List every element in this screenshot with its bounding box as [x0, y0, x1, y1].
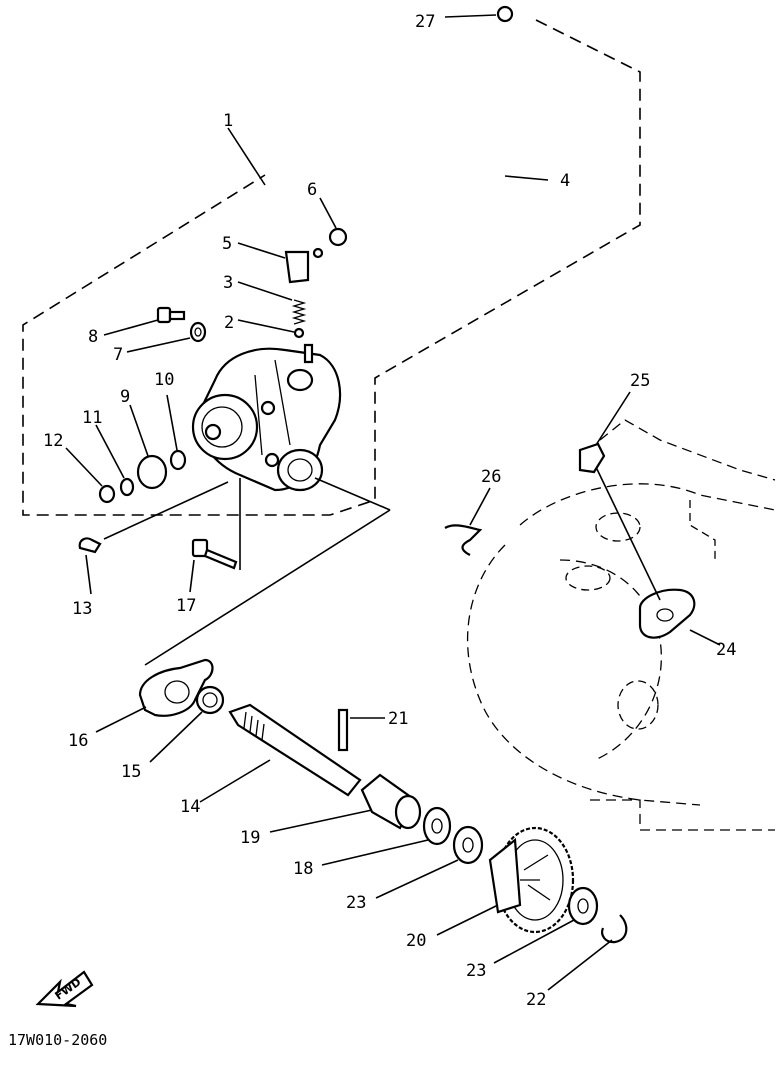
part-label-12: 12: [43, 431, 63, 451]
part-label-10: 10: [154, 370, 174, 390]
part-labels: 1 2 3 4 5 6 7 8 9 10 11 12 13 14 15 16 1…: [43, 12, 736, 1010]
part-2-ball: [237, 319, 305, 339]
part-label-3: 3: [223, 273, 233, 293]
leader-pump-to-16: [144, 509, 391, 666]
part-label-15: 15: [121, 762, 141, 782]
part-label-4: 4: [560, 171, 570, 191]
part-label-18: 18: [293, 859, 313, 879]
part-label-11: 11: [82, 408, 102, 428]
part-label-21: 21: [388, 709, 408, 729]
part-23a-washer: [375, 825, 484, 899]
part-label-16: 16: [68, 731, 88, 751]
part-5-fitting: [237, 242, 324, 284]
part-6-clamp: [319, 197, 348, 247]
part-label-26: 26: [481, 467, 501, 487]
part-12-nut: [65, 447, 116, 504]
part-26-clip: [444, 487, 491, 556]
drawing-code: 17W010-2060: [8, 1031, 107, 1049]
part-label-17: 17: [176, 596, 196, 616]
part-label-1: 1: [223, 111, 233, 131]
fwd-arrow-icon: FWD: [35, 970, 94, 1008]
part-11-washer: [95, 424, 135, 497]
part-label-19: 19: [240, 828, 260, 848]
part-17-bolt: [189, 478, 241, 593]
leader-pump-to-gasket: [314, 477, 391, 511]
part-14-shaft: [199, 703, 362, 803]
part-22-circlip: [547, 914, 628, 991]
part-label-13: 13: [72, 599, 92, 619]
part-18-washer: [321, 806, 452, 866]
part-20-gear: [436, 826, 575, 936]
part-21-pin: [337, 708, 385, 752]
part-13-clip: [78, 481, 229, 595]
part-label-22: 22: [526, 990, 546, 1010]
part-label-2: 2: [224, 313, 234, 333]
part-16-gasket: [95, 658, 214, 733]
part-4-hose: [358, 58, 551, 233]
part-label-27: 27: [415, 12, 435, 32]
part-3-spring: [237, 281, 307, 325]
part-label-23a: 23: [346, 893, 366, 913]
oil-pump-body: [191, 343, 342, 492]
part-label-6: 6: [307, 180, 317, 200]
part-label-23b: 23: [466, 961, 486, 981]
part-27-nut: [444, 5, 514, 23]
part-label-25: 25: [630, 371, 650, 391]
part-23b-washer: [493, 886, 599, 964]
part-8-screw: [103, 306, 186, 336]
part-25-clamp: [578, 391, 631, 474]
part-24-plate: [594, 464, 721, 646]
part-10-washer: [166, 394, 187, 471]
part-15-oring: [149, 685, 225, 763]
part-label-20: 20: [406, 931, 426, 951]
assembly-boundary-dashed: [22, 19, 641, 516]
part-9-plate: [129, 404, 168, 490]
part-label-5: 5: [222, 234, 232, 254]
part-label-9: 9: [120, 387, 130, 407]
crankcase-outline: [466, 419, 776, 831]
part-label-14: 14: [180, 797, 200, 817]
part-label-8: 8: [88, 327, 98, 347]
part-19-collar: [269, 773, 422, 833]
part-label-24: 24: [716, 640, 736, 660]
part-7-washer: [126, 321, 207, 353]
part-label-7: 7: [113, 345, 123, 365]
leader-1: [227, 127, 266, 186]
